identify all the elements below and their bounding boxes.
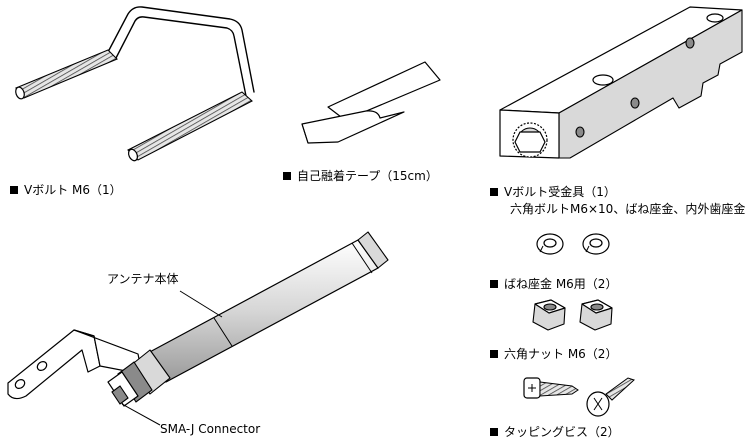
black-square-bullet-icon bbox=[490, 428, 498, 436]
bracket-label: Vボルト受金具（1） bbox=[490, 185, 616, 200]
black-square-bullet-icon bbox=[490, 188, 498, 196]
tape-label: 自己融着テープ（15cm） bbox=[283, 169, 438, 184]
tape-illustration bbox=[301, 61, 441, 144]
v-bolt-illustration bbox=[15, 6, 255, 162]
bracket-sublabel: 六角ボルトM6×10、ばね座金、内外歯座金 bbox=[510, 202, 746, 216]
antenna-body-label: アンテナ本体 bbox=[107, 272, 179, 286]
spring-washer-label: ばね座金 M6用（2） bbox=[490, 277, 617, 292]
connector-leader bbox=[121, 403, 161, 426]
hex-nut-label: 六角ナット M6（2） bbox=[490, 347, 617, 362]
antenna-illustration bbox=[7, 231, 389, 407]
tapping-screw-label: タッピングビス（2） bbox=[490, 425, 620, 440]
spring-washer-illustration bbox=[536, 233, 610, 255]
v-bolt-label: Vボルト M6（1） bbox=[10, 183, 122, 198]
black-square-bullet-icon bbox=[490, 280, 498, 288]
black-square-bullet-icon bbox=[10, 186, 18, 194]
bracket-illustration bbox=[499, 6, 743, 159]
connector-label: SMA-J Connector bbox=[160, 422, 261, 436]
tapping-screw-illustration bbox=[523, 377, 635, 417]
black-square-bullet-icon bbox=[490, 350, 498, 358]
antenna-body-leader bbox=[179, 290, 223, 318]
hex-nut-illustration bbox=[532, 299, 613, 331]
black-square-bullet-icon bbox=[283, 172, 291, 180]
